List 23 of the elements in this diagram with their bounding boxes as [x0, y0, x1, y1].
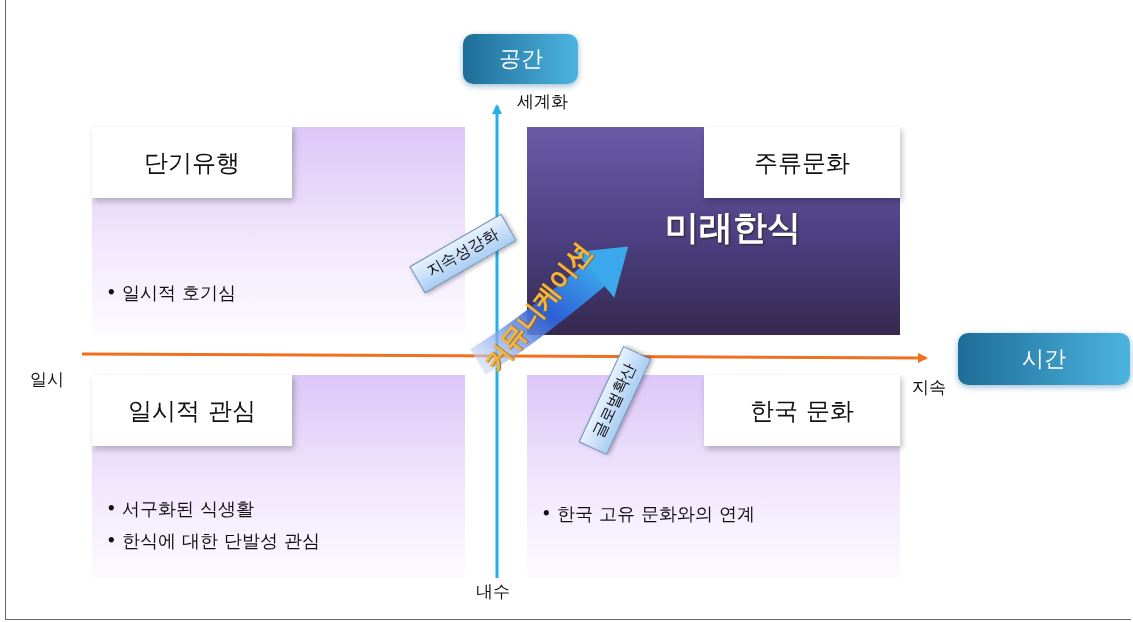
- box-label: 시간: [1022, 345, 1066, 373]
- quadrant-title-box: [92, 375, 292, 446]
- bullet-item: • 일시적 호기심: [106, 281, 237, 305]
- quadrant-title-box: [704, 375, 900, 446]
- box-label: 공간: [498, 45, 543, 73]
- axis-end-label: 지속: [912, 376, 946, 399]
- curved-arrow: [470, 246, 629, 375]
- quadrant-title-box: [92, 127, 292, 198]
- axis-end-label: 세계화: [517, 90, 568, 113]
- panel-heading: 미래한식: [665, 206, 801, 249]
- box-label: 일시적 관심: [128, 395, 256, 427]
- quadrant-panel: [92, 375, 465, 578]
- axis-end-label: 일시: [30, 368, 64, 391]
- bullet-item: • 한식에 대한 단발성 관심: [106, 529, 320, 553]
- bullet-item: • 서구화된 식생활: [106, 497, 256, 521]
- box-label: 단기유행: [144, 147, 240, 179]
- axis-end-label: 내수: [476, 580, 510, 603]
- box-label: 한국 문화: [750, 395, 854, 427]
- bullet-item: • 한국 고유 문화와의 연계: [541, 502, 755, 526]
- box-label: 주류문화: [754, 147, 850, 179]
- axis-title-box: [958, 333, 1130, 385]
- axis-title-box: [463, 34, 578, 84]
- quadrant-title-box: [704, 127, 900, 198]
